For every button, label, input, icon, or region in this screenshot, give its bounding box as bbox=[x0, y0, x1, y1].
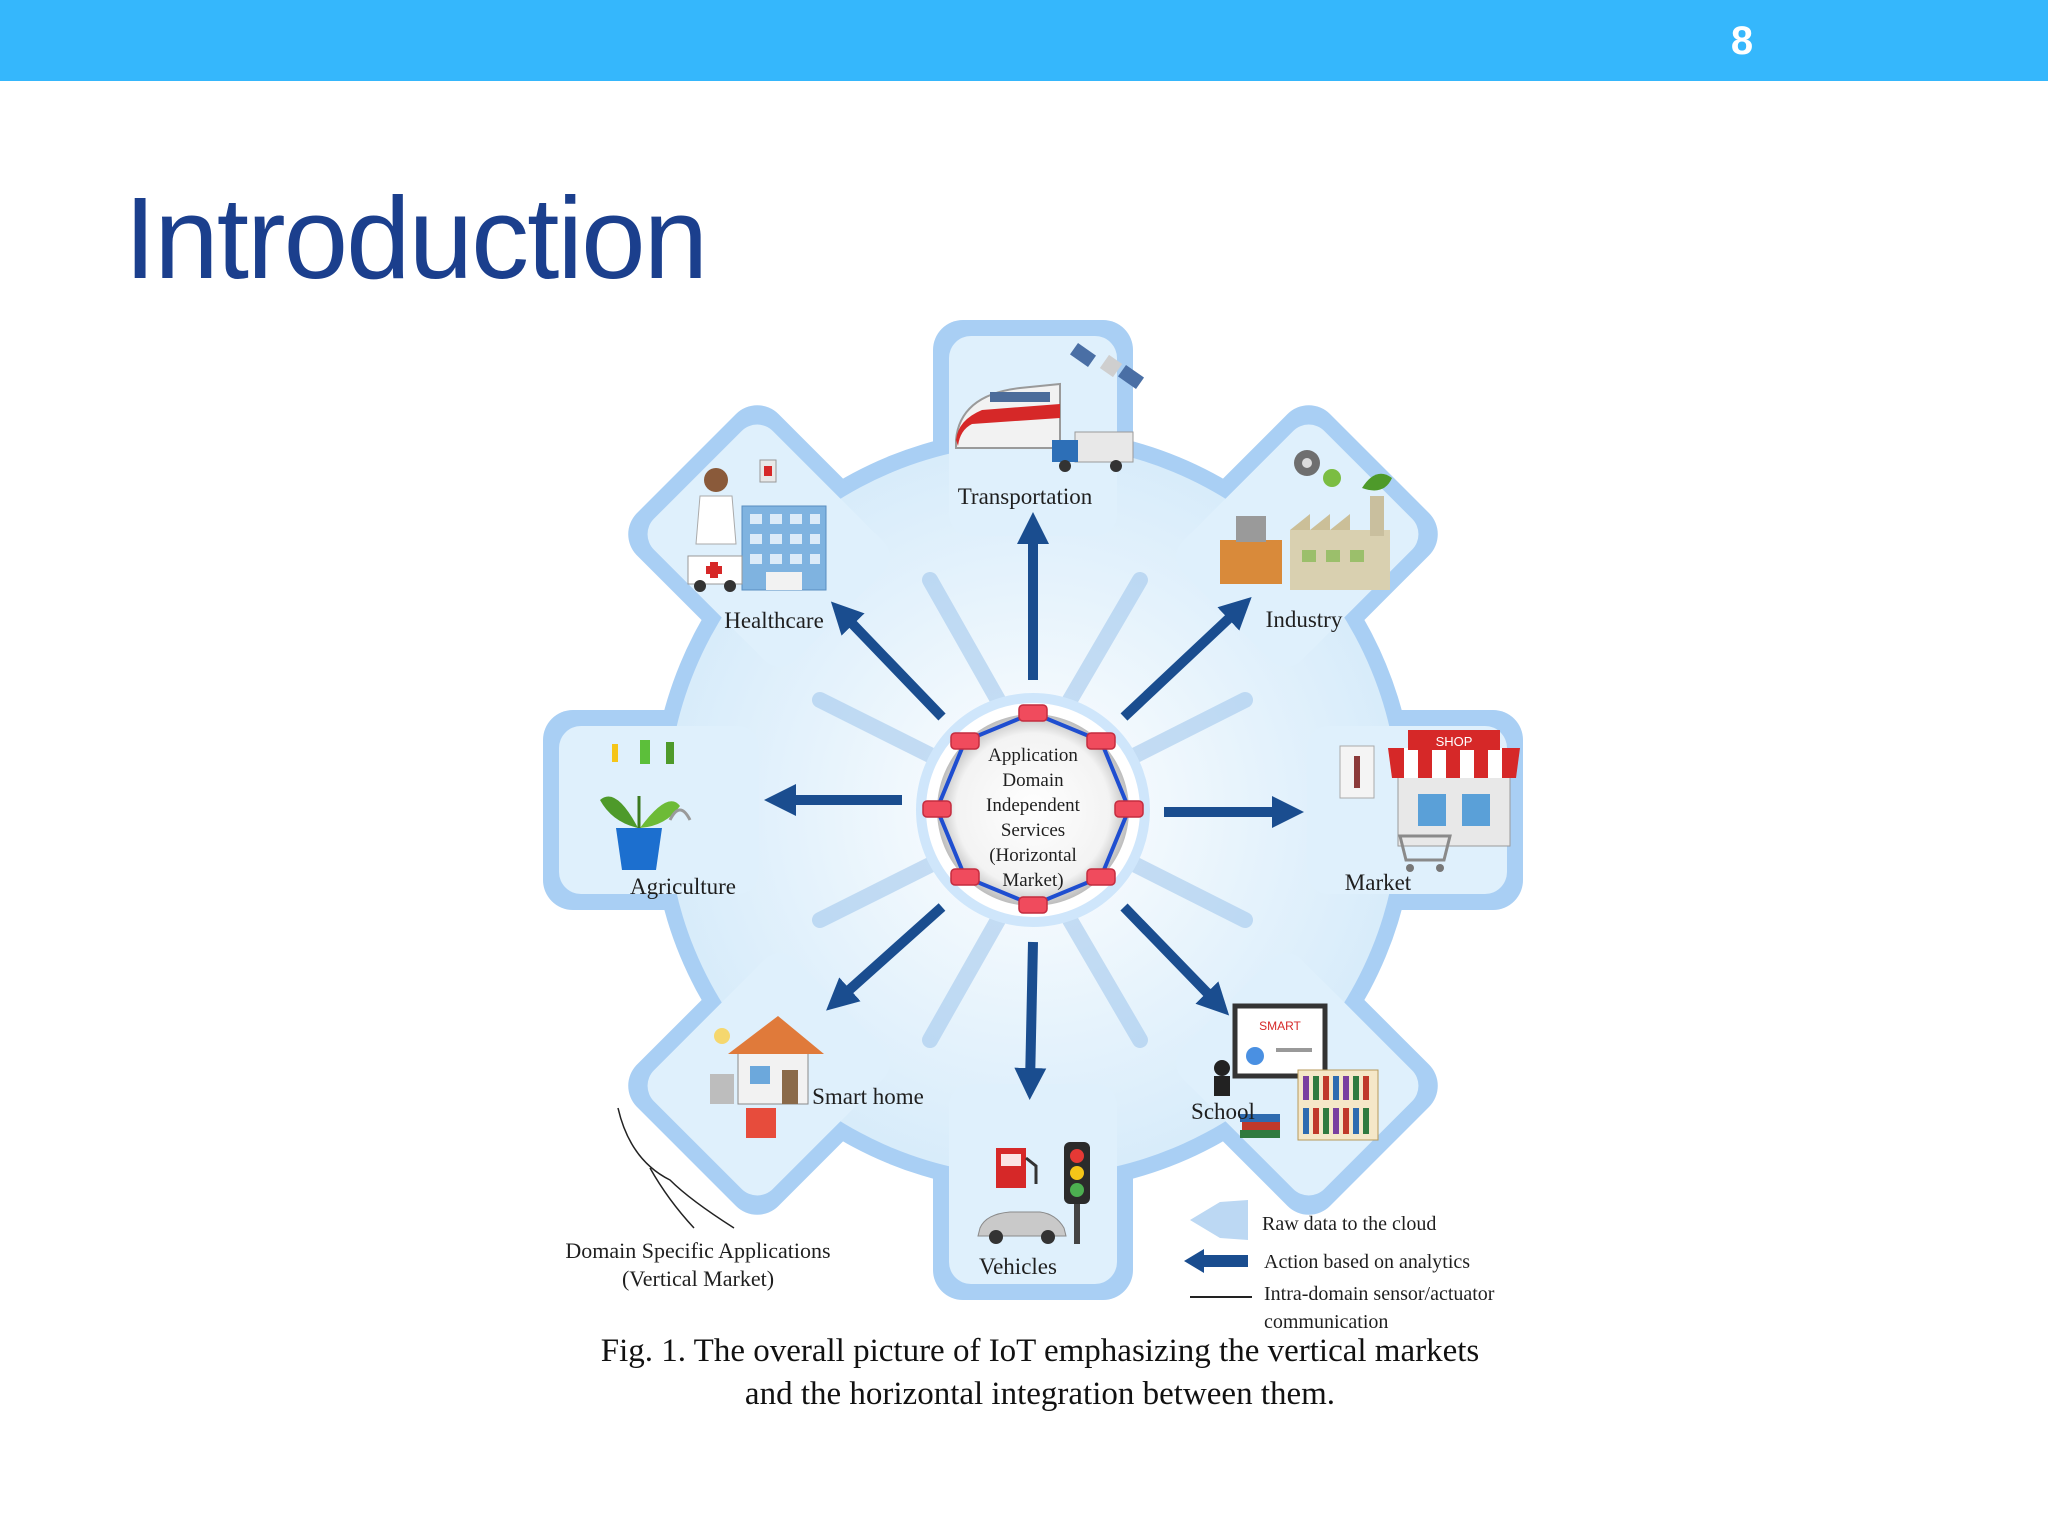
center-line-1: Application bbox=[988, 745, 1078, 766]
school-group: SMART School bbox=[1191, 1003, 1379, 1141]
vertical-note-line-2: (Vertical Market) bbox=[622, 1266, 774, 1291]
center-line-2: Domain bbox=[1002, 770, 1064, 791]
arrow-industry bbox=[1120, 597, 1252, 721]
market-group: SHOP Market bbox=[1339, 730, 1520, 895]
vertical-note-line-1: Domain Specific Applications bbox=[565, 1238, 830, 1263]
label-agriculture: Agriculture bbox=[630, 874, 736, 899]
center-line-3: Independent bbox=[986, 795, 1081, 816]
smart-home-group: Smart home bbox=[710, 1016, 924, 1138]
shop-icon: SHOP bbox=[1388, 730, 1520, 847]
label-vehicles: Vehicles bbox=[979, 1254, 1057, 1279]
bookshelf-icon bbox=[1297, 1069, 1379, 1141]
legend-intra-label-1: Intra-domain sensor/actuator bbox=[1264, 1283, 1495, 1305]
transportation-group: Transportation bbox=[955, 342, 1145, 509]
doctor-icon bbox=[695, 468, 737, 545]
train-icon bbox=[955, 382, 1061, 449]
header-bar bbox=[0, 0, 2048, 81]
caption-line-1: Fig. 1. The overall picture of IoT empha… bbox=[600, 1333, 1480, 1369]
action-arrows bbox=[763, 511, 1305, 1100]
factory-icon bbox=[1220, 496, 1390, 590]
legend-raw-swatch bbox=[1190, 1200, 1248, 1240]
legend-raw-label: Raw data to the cloud bbox=[1262, 1213, 1436, 1235]
house-icon bbox=[728, 1016, 824, 1105]
legend-action-swatch bbox=[1184, 1249, 1248, 1273]
legend: Raw data to the cloud Action based on an… bbox=[1184, 1200, 1495, 1333]
plant-pot-icon bbox=[600, 796, 680, 870]
truck-icon bbox=[1052, 431, 1134, 472]
shop-sign: SHOP bbox=[1436, 734, 1473, 749]
center-line-5: (Horizontal bbox=[989, 845, 1077, 866]
label-healthcare: Healthcare bbox=[724, 608, 824, 633]
agriculture-group: Agriculture bbox=[600, 740, 736, 899]
label-market: Market bbox=[1345, 870, 1412, 895]
arrow-smart-home bbox=[826, 903, 946, 1011]
page-number: 8 bbox=[1730, 19, 1754, 63]
center-hub: Application Domain Independent Services … bbox=[916, 693, 1150, 927]
center-line-4: Services bbox=[1001, 820, 1065, 841]
healthcare-group: Healthcare bbox=[687, 459, 827, 633]
legend-intra-label-2: communication bbox=[1264, 1311, 1388, 1333]
legend-action-label: Action based on analytics bbox=[1264, 1251, 1470, 1273]
label-school: School bbox=[1191, 1099, 1255, 1124]
arrow-healthcare bbox=[830, 601, 946, 721]
ambulance-icon bbox=[687, 555, 743, 592]
label-smart-home: Smart home bbox=[812, 1084, 924, 1109]
traffic-light-icon bbox=[1064, 1142, 1090, 1244]
slide-title: Introduction bbox=[124, 173, 708, 303]
label-industry: Industry bbox=[1266, 607, 1343, 632]
vertical-market-note: Domain Specific Applications (Vertical M… bbox=[565, 1107, 831, 1291]
fuel-pump-icon bbox=[996, 1148, 1038, 1188]
industry-group: Industry bbox=[1220, 450, 1392, 632]
svg-text:SMART: SMART bbox=[1259, 1019, 1301, 1033]
cart-icon bbox=[1398, 834, 1452, 872]
projector-board-icon: SMART bbox=[1232, 1003, 1328, 1079]
label-transportation: Transportation bbox=[958, 484, 1093, 509]
vehicles-group: Vehicles bbox=[977, 1142, 1090, 1279]
iot-diagram: Application Domain Independent Services … bbox=[520, 300, 1560, 1440]
car-icon bbox=[977, 1211, 1067, 1244]
hospital-icon bbox=[741, 505, 827, 591]
satellite-icon bbox=[1069, 342, 1145, 390]
gear-icon bbox=[1294, 450, 1320, 476]
figure-caption: Fig. 1. The overall picture of IoT empha… bbox=[520, 1330, 1560, 1416]
caption-line-2: and the horizontal integration between t… bbox=[744, 1376, 1336, 1412]
arrow-vehicles bbox=[1014, 941, 1047, 1100]
arrow-school bbox=[1120, 903, 1230, 1016]
raw-data-streaks bbox=[812, 572, 1253, 1048]
iot-gear-svg: Application Domain Independent Services … bbox=[543, 320, 1523, 1333]
center-line-6: Market) bbox=[1002, 870, 1063, 891]
